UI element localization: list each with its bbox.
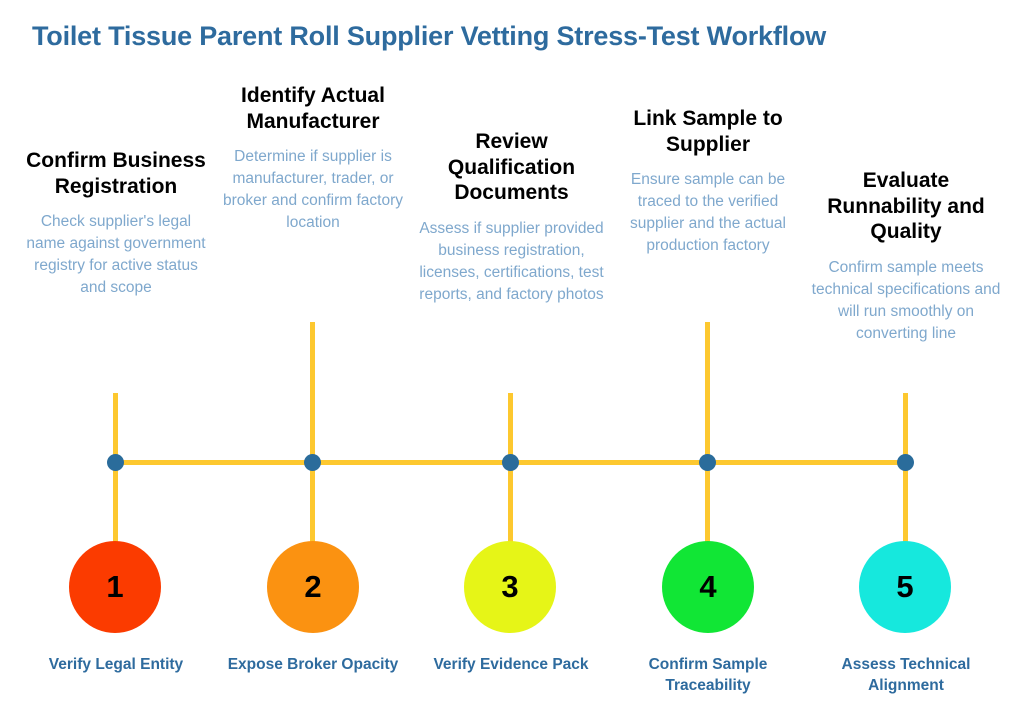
connector-bottom-1: [113, 462, 118, 552]
step-heading-5: Evaluate Runnability and Quality: [827, 169, 985, 244]
axis-dot-5[interactable]: [897, 454, 914, 471]
step-column-1: Confirm Business Registration Check supp…: [21, 148, 211, 299]
connector-bottom-3: [508, 462, 513, 552]
step-circle-4[interactable]: 4: [662, 541, 754, 633]
step-circle-5[interactable]: 5: [859, 541, 951, 633]
step-heading-2: Identify Actual Manufacturer: [241, 84, 385, 133]
step-heading-4: Link Sample to Supplier: [633, 107, 783, 156]
page-title: Toilet Tissue Parent Roll Supplier Vetti…: [32, 21, 827, 51]
step-label-5: Assess Technical Alignment: [841, 656, 971, 694]
step-number-2: 2: [304, 569, 322, 604]
connector-top-2: [310, 322, 315, 463]
step-label-4: Confirm Sample Traceability: [648, 656, 768, 694]
connector-bottom-2: [310, 462, 315, 552]
connector-top-1: [113, 393, 118, 463]
step-heading-3: Review Qualification Documents: [447, 130, 576, 205]
connector-top-5: [903, 393, 908, 463]
step-heading-1: Confirm Business Registration: [26, 149, 206, 198]
connector-top-3: [508, 393, 513, 463]
step-description-5: Confirm sample meets technical specifica…: [811, 258, 1001, 342]
axis-dot-3[interactable]: [502, 454, 519, 471]
step-number-4: 4: [699, 569, 717, 604]
step-number-5: 5: [896, 569, 914, 604]
step-number-3: 3: [501, 569, 519, 604]
axis-dot-4[interactable]: [699, 454, 716, 471]
step-circle-1[interactable]: 1: [69, 541, 161, 633]
step-label-2: Expose Broker Opacity: [227, 656, 399, 673]
step-circle-3[interactable]: 3: [464, 541, 556, 633]
step-column-3: Review Qualification Documents Assess if…: [414, 129, 609, 306]
step-description-3: Assess if supplier provided business reg…: [419, 219, 604, 303]
axis-dot-1[interactable]: [107, 454, 124, 471]
step-column-2: Identify Actual Manufacturer Determine i…: [218, 83, 408, 234]
connector-bottom-4: [705, 462, 710, 552]
step-description-4: Ensure sample can be traced to the verif…: [630, 171, 786, 255]
step-circle-2[interactable]: 2: [267, 541, 359, 633]
step-label-1: Verify Legal Entity: [48, 656, 184, 673]
connector-bottom-5: [903, 462, 908, 552]
step-column-4: Link Sample to Supplier Ensure sample ca…: [613, 106, 803, 257]
step-label-3: Verify Evidence Pack: [433, 656, 589, 673]
step-column-5: Evaluate Runnability and Quality Confirm…: [811, 168, 1001, 345]
axis-dot-2[interactable]: [304, 454, 321, 471]
step-number-1: 1: [106, 569, 124, 604]
step-description-1: Check supplier's legal name against gove…: [26, 213, 206, 297]
step-description-2: Determine if supplier is manufacturer, t…: [222, 148, 404, 232]
connector-top-4: [705, 322, 710, 463]
